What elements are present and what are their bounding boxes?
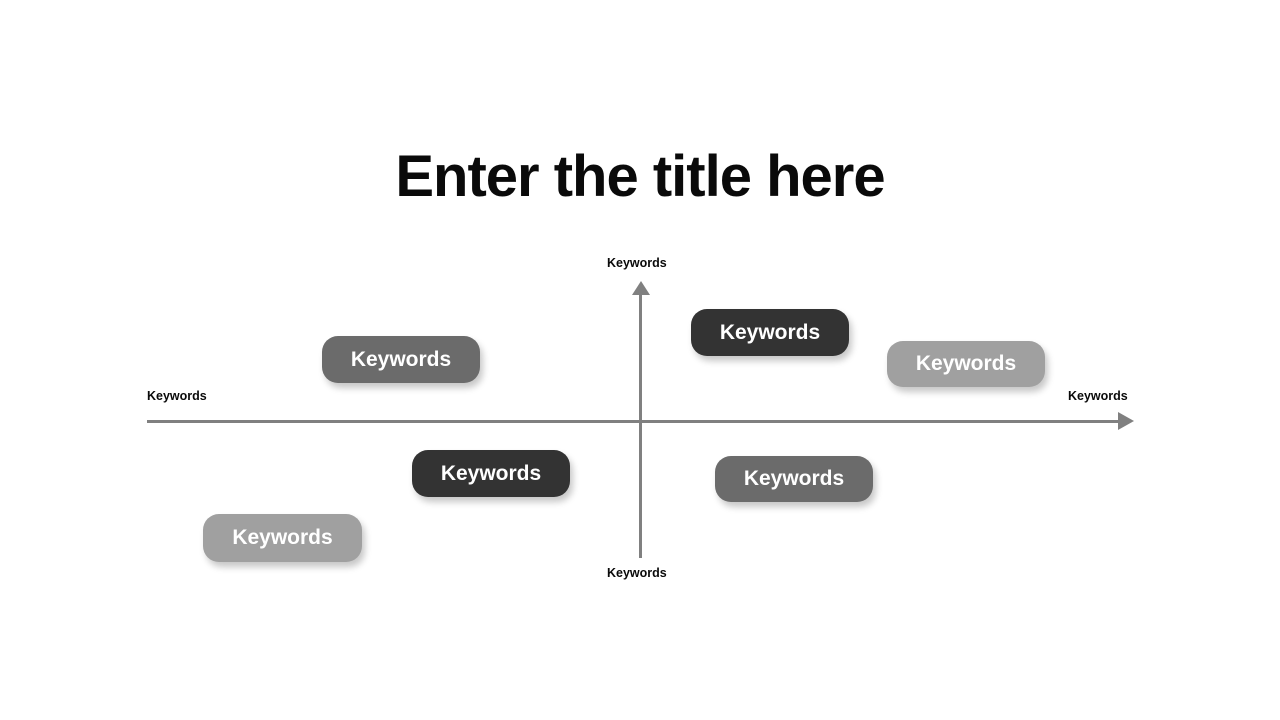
vertical-axis-line [639,292,642,558]
keyword-pill[interactable]: Keywords [203,514,362,562]
horizontal-axis-line [147,420,1122,423]
keyword-pill[interactable]: Keywords [887,341,1045,387]
axis-label-top[interactable]: Keywords [607,256,667,270]
arrow-up-icon [632,281,650,295]
keyword-pill[interactable]: Keywords [412,450,570,497]
axis-label-right[interactable]: Keywords [1068,389,1128,403]
axis-label-left[interactable]: Keywords [147,389,207,403]
arrow-right-icon [1118,412,1134,430]
keyword-pill[interactable]: Keywords [691,309,849,356]
keyword-pill[interactable]: Keywords [715,456,873,502]
axis-label-bottom[interactable]: Keywords [607,566,667,580]
keyword-pill[interactable]: Keywords [322,336,480,383]
page-title[interactable]: Enter the title here [395,144,885,209]
